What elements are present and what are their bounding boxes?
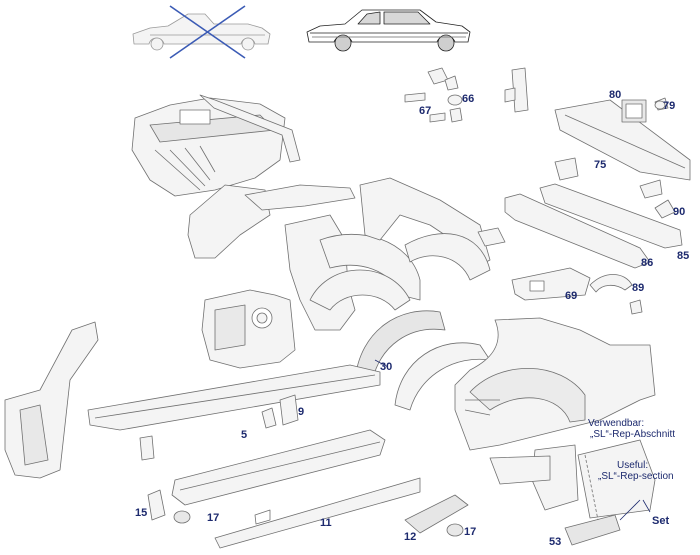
callout-89: 89 [632,282,645,294]
callout-53: 53 [549,536,562,548]
inner-side-panel [201,289,296,369]
part-12-panel [404,494,469,537]
a-pillar-section [4,321,99,479]
part-15-bracket [147,489,191,524]
small-fasteners [404,67,666,123]
sl-rep-section [489,439,656,546]
callout-5: 5 [241,429,248,441]
note-sl-rep-section: „SL“-Rep-section [598,471,674,482]
callout-69: 69 [565,290,578,302]
callout-67: 67 [419,105,432,117]
set-label: Set [652,515,670,527]
note-verwendbar: Verwendbar: [588,418,645,429]
note-sl-rep-abschnitt: „SL“-Rep-Abschnitt [590,429,676,440]
part-11-sill [171,429,421,549]
callout-90: 90 [673,206,686,218]
callout-66: 66 [462,93,475,105]
callout-85: 85 [677,250,690,262]
callout-15: 15 [135,507,148,519]
callout-12: 12 [404,531,417,543]
callout-79: 79 [663,100,676,112]
leader-30 [374,359,389,368]
callout-30: 30 [380,361,393,373]
convertible-car-crossed-out [132,5,271,59]
leader-set-b [642,499,651,513]
note-useful: Useful: [617,460,649,471]
part-30-wheel-arch [354,310,491,411]
callout-75: 75 [594,159,607,171]
rocker-panel [87,364,381,461]
callout-86: 86 [641,257,654,269]
part-85-longitudinal-member [477,157,683,269]
inner-wheelhouse-panel [284,177,491,331]
coupe-car [306,9,471,52]
rear-panel-assembly [131,94,356,259]
callout-17-right: 17 [464,526,477,538]
part-90-bracket [639,179,676,219]
callout-11: 11 [320,517,332,529]
part-69-and-89 [511,267,643,315]
leader-set-a [619,499,641,521]
callout-17-left: 17 [207,512,220,524]
callout-80: 80 [609,89,622,101]
callout-9: 9 [298,406,305,418]
rear-quarter-panel [454,317,656,451]
